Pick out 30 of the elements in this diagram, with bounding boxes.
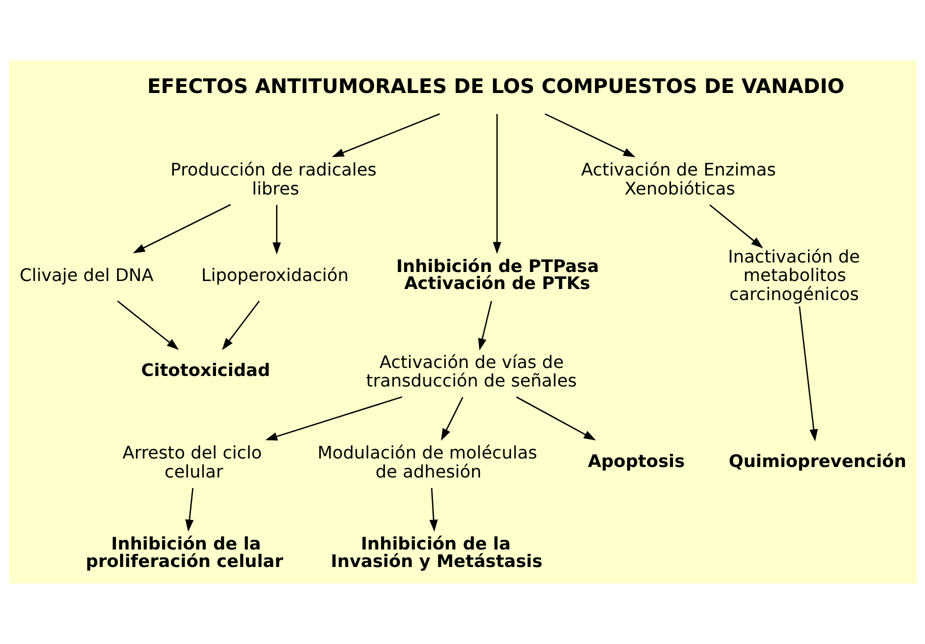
node-text: Activación de Enzimas Xenobióticas bbox=[580, 160, 776, 200]
arrow bbox=[428, 488, 438, 532]
node-text: Producción de radicales libres bbox=[170, 160, 376, 200]
node-text: Citotoxicidad bbox=[140, 360, 270, 381]
node-text: Modulación de moléculas de adhesión bbox=[316, 444, 537, 482]
arrow bbox=[478, 300, 492, 351]
arrow bbox=[798, 306, 818, 442]
node-text: Clivaje del DNA bbox=[19, 266, 154, 286]
arrow bbox=[516, 396, 596, 440]
arrow bbox=[708, 204, 763, 248]
node-text: Lipoperoxidación bbox=[200, 266, 348, 286]
arrow bbox=[132, 204, 230, 254]
arrow bbox=[272, 204, 280, 254]
node-text: Activación de vías de transducción de señales bbox=[366, 352, 576, 392]
node-text: Quimioprevención bbox=[728, 452, 906, 472]
arrow bbox=[222, 300, 260, 350]
arrow bbox=[264, 396, 402, 440]
arrow bbox=[184, 488, 194, 532]
arrow bbox=[492, 114, 501, 254]
node-text: Arresto del ciclo celular bbox=[122, 444, 262, 482]
arrow bbox=[116, 300, 178, 350]
node-text: Inhibición de la proliferación celular bbox=[85, 534, 283, 572]
arrow bbox=[440, 396, 463, 441]
node-text: Inhibición de PTPasa Activación de PTKs bbox=[396, 256, 598, 294]
node-text: Inhibición de la Invasión y Metástasis bbox=[330, 534, 542, 572]
node-text: EFECTOS ANTITUMORALES DE LOS COMPUESTOS DE VANADIO bbox=[146, 74, 844, 98]
node-text: Inactivación de metabolitos carcinogénicos bbox=[728, 247, 860, 305]
arrow bbox=[544, 113, 635, 158]
node-text: Apoptosis bbox=[587, 452, 684, 472]
arrow bbox=[331, 113, 440, 158]
